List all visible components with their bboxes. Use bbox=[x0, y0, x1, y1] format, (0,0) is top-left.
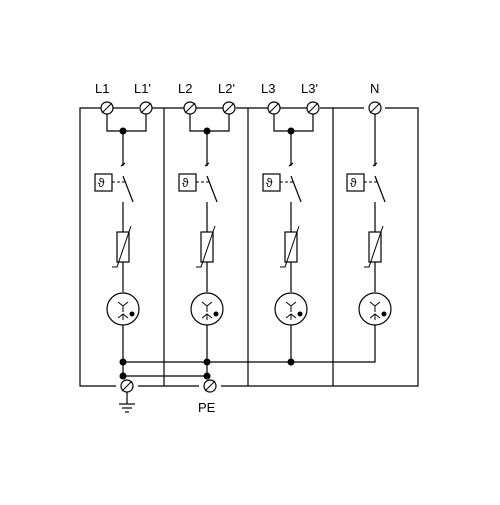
pole-3-disconnect-switch bbox=[290, 175, 302, 203]
pole-1-thermal-box bbox=[94, 173, 113, 192]
pole-2-label-out: L2' bbox=[218, 81, 235, 96]
pole-3-thermal-box bbox=[262, 173, 281, 192]
pole-1-label-in: L1 bbox=[95, 81, 109, 96]
pe-terminal: PE bbox=[198, 379, 217, 415]
pole-3-spark-gap-icon bbox=[274, 292, 308, 326]
pole-2-thermal-icon: ϑ bbox=[182, 176, 189, 190]
pole-1-varistor-icon bbox=[112, 225, 132, 268]
pole-2-varistor-icon bbox=[196, 225, 216, 268]
pole-2-terminal-in bbox=[183, 101, 197, 115]
bus-junction-2 bbox=[203, 358, 211, 366]
pole-4-label-in: N bbox=[370, 81, 379, 96]
pe-terminal-label: PE bbox=[198, 400, 216, 415]
pole-2-thermal-box bbox=[178, 173, 197, 192]
pole-1: L1 L1' ϑ bbox=[94, 81, 153, 362]
pole-3-label-in: L3 bbox=[261, 81, 275, 96]
bus-junction-5 bbox=[203, 372, 211, 380]
pole-2-spark-gap-icon bbox=[190, 292, 224, 326]
pole-4-spark-gap-icon bbox=[358, 292, 392, 326]
pole-4-thermal-icon: ϑ bbox=[350, 176, 357, 190]
module-outlines bbox=[79, 107, 419, 387]
pole-1-terminal-out bbox=[139, 101, 153, 115]
pole-4: N ϑ bbox=[123, 81, 392, 363]
pole-3-terminal-in bbox=[267, 101, 281, 115]
pole-3-thermal-icon: ϑ bbox=[266, 176, 273, 190]
bus-junction-3 bbox=[287, 358, 295, 366]
pole-3-terminal-out bbox=[306, 101, 320, 115]
pole-3-label-out: L3' bbox=[301, 81, 318, 96]
pole-1-spark-gap-icon bbox=[106, 292, 140, 326]
pole-2-label-in: L2 bbox=[178, 81, 192, 96]
ground-terminal bbox=[119, 379, 135, 413]
common-bus bbox=[119, 358, 295, 380]
pole-1-terminal-in bbox=[100, 101, 114, 115]
ground-icon bbox=[119, 403, 135, 413]
pole-4-disconnect-switch bbox=[374, 175, 386, 203]
pole-4-terminal-in bbox=[368, 101, 382, 115]
pole-4-thermal-box bbox=[346, 173, 365, 192]
pole-1-label-out: L1' bbox=[134, 81, 151, 96]
pole-2-disconnect-switch bbox=[206, 175, 218, 203]
pole-1-thermal-icon: ϑ bbox=[98, 176, 105, 190]
pole-3: L3 L3' ϑ bbox=[261, 81, 320, 362]
pole-4-varistor-icon bbox=[364, 225, 384, 268]
pole-2-terminal-out bbox=[222, 101, 236, 115]
pole-2: L2 L2' ϑ bbox=[178, 81, 236, 376]
pole-1-disconnect-switch bbox=[122, 175, 134, 203]
pole-3-varistor-icon bbox=[280, 225, 300, 268]
